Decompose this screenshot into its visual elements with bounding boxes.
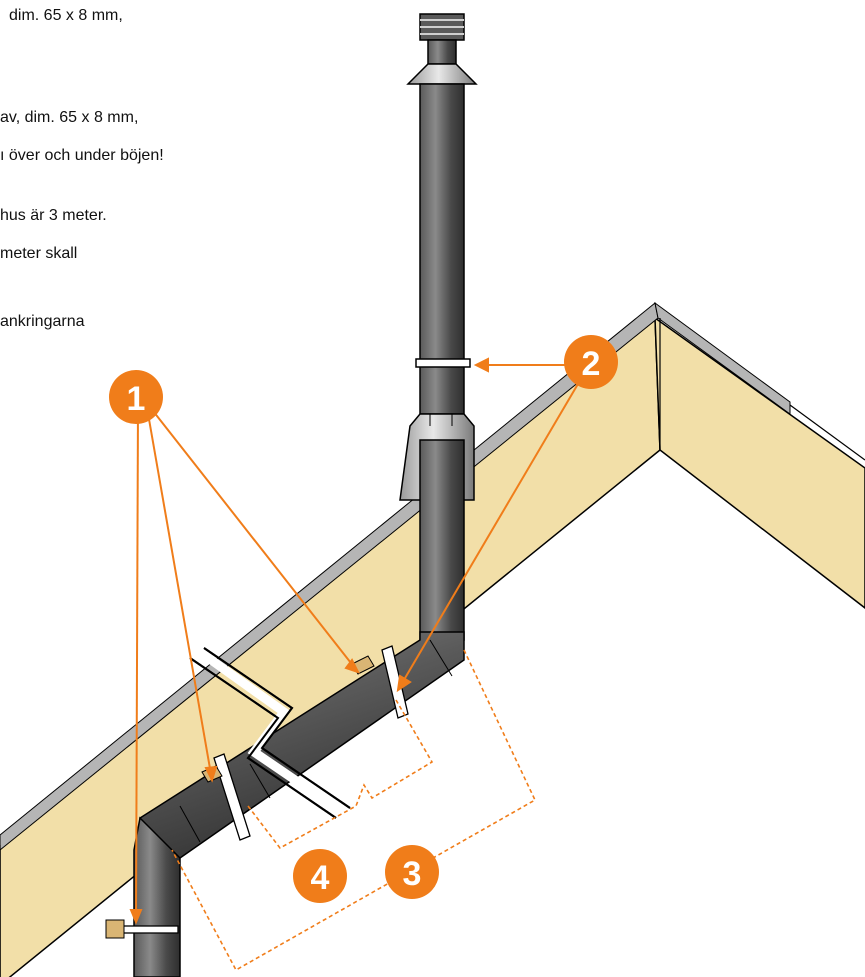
callout-3-label: 3	[403, 855, 422, 893]
lower-vertical-pipe	[419, 439, 465, 641]
instruction-line-5: meter skall	[0, 245, 78, 262]
instruction-line-3: ı över och under böjen!	[0, 147, 164, 164]
roof-sheet-right	[654, 301, 791, 415]
dimension-3	[171, 649, 537, 972]
instruction-line-4: hus är 3 meter.	[0, 207, 107, 224]
chimney-stack	[399, 13, 478, 641]
instruction-line-6: ankringarna	[0, 313, 85, 330]
instruction-line-1: dim. 65 x 8 mm,	[9, 7, 123, 24]
callout-1-label: 1	[127, 380, 146, 418]
band-bottom	[121, 925, 179, 934]
callout-2: 2	[564, 335, 618, 389]
roof-fascia-right	[789, 404, 865, 461]
leader-lines	[129, 357, 586, 925]
band-diagonal-lower	[213, 753, 251, 841]
diagonal-pipe	[105, 631, 465, 977]
rain-cap	[406, 63, 478, 85]
callout-4: 4	[293, 849, 347, 903]
dimension-lines	[171, 649, 537, 972]
anchor-bottom	[105, 919, 125, 939]
callout-3: 3	[385, 845, 439, 899]
callout-1: 1	[109, 370, 163, 424]
roof-insulation-right	[654, 316, 865, 609]
callout-4-label: 4	[311, 859, 330, 897]
instruction-line-2: av, dim. 65 x 8 mm,	[0, 109, 139, 126]
roof-sheet-left	[0, 302, 659, 851]
band-diagonal-upper	[381, 645, 409, 719]
dimension-4	[247, 699, 434, 850]
callout-2-label: 2	[582, 345, 601, 383]
support-band-upper	[415, 358, 471, 368]
